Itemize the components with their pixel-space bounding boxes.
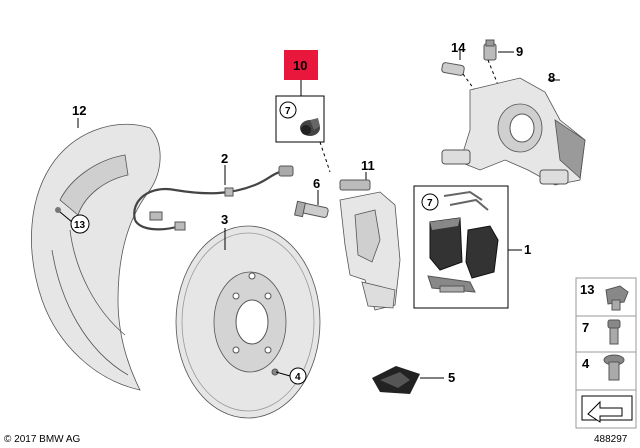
- guide-bolt-6-part[interactable]: [294, 200, 329, 218]
- callout-5[interactable]: 5: [448, 370, 455, 385]
- copyright: © 2017 BMW AG: [4, 434, 81, 445]
- brake-disc-part[interactable]: [175, 225, 321, 419]
- arrow-badge-icon: [581, 395, 633, 423]
- circled-callout-7a[interactable]: 7: [285, 106, 291, 117]
- circled-callout-13[interactable]: 13: [74, 220, 86, 231]
- legend-label-4[interactable]: 4: [582, 356, 590, 371]
- caliper-carrier-part[interactable]: [339, 179, 401, 311]
- circled-callout-13-ring: [70, 214, 90, 234]
- brake-caliper-part[interactable]: [441, 77, 586, 186]
- circled-callout-7b-ring: [421, 193, 439, 211]
- document-number: 488297: [594, 434, 628, 445]
- callout-2[interactable]: 2: [221, 151, 228, 166]
- hex-bolt-13-icon: [605, 285, 629, 311]
- wear-sensor-part[interactable]: [133, 165, 294, 231]
- callout-10-highlight: [284, 50, 318, 80]
- callout-8[interactable]: 8: [548, 70, 555, 85]
- legend-label-13[interactable]: 13: [580, 282, 594, 297]
- callout-3[interactable]: 3: [221, 212, 228, 227]
- circled-callout-4[interactable]: 4: [295, 372, 301, 383]
- callout-11[interactable]: 11: [361, 158, 375, 173]
- guide-bolt-14-part[interactable]: [441, 62, 465, 76]
- legend-label-7[interactable]: 7: [582, 320, 589, 335]
- callout-12[interactable]: 12: [72, 103, 86, 118]
- circled-callout-7b[interactable]: 7: [427, 198, 433, 209]
- bleeder-screw-9-part[interactable]: [483, 39, 497, 61]
- callout-1[interactable]: 1: [524, 242, 531, 257]
- circled-callout-7a-ring: [279, 101, 297, 119]
- protective-cap-7-icon: [607, 319, 621, 345]
- circled-callout-4-ring: [289, 367, 307, 385]
- callout-9[interactable]: 9: [516, 44, 523, 59]
- callout-10[interactable]: 10: [293, 58, 307, 73]
- callout-14[interactable]: 14: [451, 40, 466, 55]
- callout-6[interactable]: 6: [313, 176, 320, 191]
- backing-plate-part[interactable]: [31, 123, 161, 391]
- brake-pads-part[interactable]: [427, 190, 499, 293]
- screw-4-icon: [603, 354, 625, 381]
- protective-cap-part[interactable]: [300, 118, 320, 136]
- grease-packet-part[interactable]: [372, 366, 420, 394]
